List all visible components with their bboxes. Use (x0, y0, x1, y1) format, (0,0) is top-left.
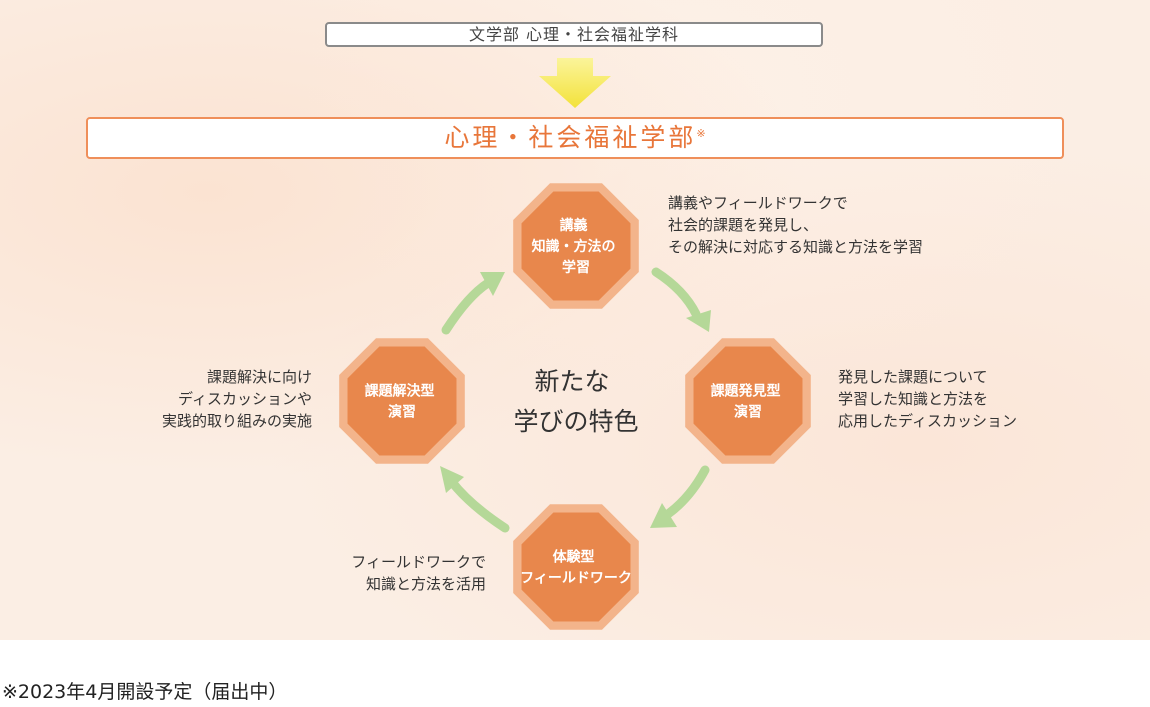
octagon-solution-line-2: 演習 (388, 404, 416, 421)
octagon-solution-label: 課題解決型 演習 (365, 383, 440, 421)
octagon-experience-fill (521, 512, 631, 622)
octagon-lecture: 講義 知識・方法の 学習 (513, 183, 639, 309)
description-lecture-line-3: その解決に対応する知識と方法を学習 (668, 238, 924, 256)
cycle-arrow-solution-to-lecture (441, 272, 505, 335)
octagon-solution-fill (347, 346, 457, 456)
cycle-arrow-experience-to-solution (440, 466, 510, 533)
description-solution: 課題解決に向け ディスカッションや 実践的取り組みの実施 (162, 366, 312, 432)
down-arrow (539, 58, 611, 108)
old-department-label: 文学部 心理・社会福祉学科 (468, 25, 680, 44)
old-department-box: 文学部 心理・社会福祉学科 (325, 22, 823, 47)
octagon-experience-line-2: フィールドワーク (520, 571, 632, 587)
description-solution-line-2: ディスカッションや (178, 390, 312, 408)
description-discovery-line-1: 発見した課題について (838, 368, 988, 386)
description-discovery: 発見した課題について 学習した知識と方法を 応用したディスカッション (838, 366, 1017, 432)
description-lecture-line-1: 講義やフィールドワークで (668, 194, 848, 212)
octagon-lecture-fill (521, 191, 631, 301)
center-caption-line-2: 学びの特色 (513, 407, 638, 436)
new-faculty-box: 心理・社会福祉学部※ (86, 117, 1064, 159)
octagon-solution-line-1: 課題解決型 (365, 383, 435, 400)
description-experience-line-2: 知識と方法を活用 (365, 575, 486, 593)
description-solution-line-1: 課題解決に向け (206, 368, 312, 386)
octagon-discovery-label: 課題発見型 演習 (711, 383, 786, 421)
octagon-experience: 体験型 フィールドワーク (513, 504, 639, 630)
cycle-arrow-lecture-to-discovery (651, 267, 711, 332)
description-discovery-line-2: 学習した知識と方法を (838, 390, 989, 408)
octagon-lecture-line-2: 知識・方法の (532, 238, 616, 255)
description-solution-line-3: 実践的取り組みの実施 (161, 412, 312, 430)
octagon-discovery: 課題発見型 演習 (685, 338, 811, 464)
center-caption-line-1: 新たな (535, 367, 610, 396)
octagon-experience-line-1: 体験型 (553, 549, 595, 566)
octagon-solution: 課題解決型 演習 (339, 338, 465, 464)
footnote: ※2023年4月開設予定（届出中） (2, 681, 288, 703)
octagon-lecture-line-1: 講義 (560, 217, 588, 234)
description-lecture: 講義やフィールドワークで 社会的課題を発見し、 その解決に対応する知識と方法を学… (668, 192, 923, 258)
description-experience-line-1: フィールドワークで (351, 553, 486, 571)
center-caption: 新たな 学びの特色 (513, 367, 638, 436)
description-experience: フィールドワークで 知識と方法を活用 (351, 551, 486, 595)
octagon-discovery-line-1: 課題発見型 (711, 383, 781, 400)
octagon-lecture-label: 講義 知識・方法の 学習 (532, 217, 621, 276)
octagon-lecture-line-3: 学習 (562, 259, 590, 276)
octagon-discovery-line-2: 演習 (734, 404, 762, 421)
cycle-arrow-discovery-to-experience (650, 465, 710, 528)
description-discovery-line-3: 応用したディスカッション (838, 412, 1017, 430)
learning-cycle-diagram: 講義 知識・方法の 学習 課題発見型 演習 体験型 フィールドワーク 課題解決型… (339, 58, 811, 630)
octagon-discovery-fill (693, 346, 803, 456)
new-faculty-note-mark: ※ (696, 127, 706, 140)
octagon-experience-label: 体験型 フィールドワーク (520, 549, 632, 587)
new-faculty-label: 心理・社会福祉学部 (444, 123, 697, 152)
description-lecture-line-2: 社会的課題を発見し、 (668, 216, 819, 234)
